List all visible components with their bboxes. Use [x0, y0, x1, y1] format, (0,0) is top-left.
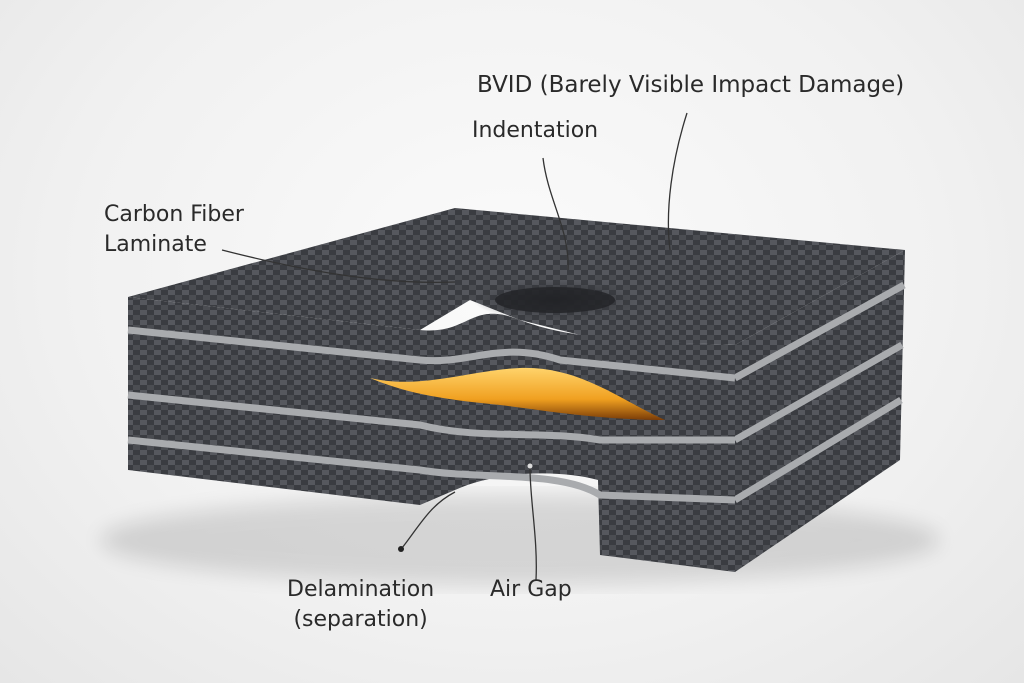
air-gap-leader	[529, 467, 537, 581]
indentation-leader	[542, 157, 569, 271]
air-gap-leader-dot	[527, 463, 533, 469]
right-face-plies	[733, 281, 906, 503]
front-face-plies	[127, 326, 736, 504]
air-gap-label: Air Gap	[490, 577, 572, 602]
laminate-leader	[221, 249, 456, 284]
delamination-glow	[370, 367, 665, 420]
right-face	[735, 250, 905, 572]
delamination-leader	[401, 491, 456, 549]
delamination-label: Delamination (separation)	[287, 577, 435, 632]
top-face	[128, 208, 905, 345]
indentation-core	[495, 287, 615, 313]
indentation-label: Indentation	[472, 118, 599, 143]
bvid-label: BVID (Barely Visible Impact Damage)	[477, 72, 905, 98]
leader-lines	[221, 112, 688, 581]
delamination-leader-dot	[398, 546, 404, 552]
laminate-label: Carbon Fiber Laminate	[104, 202, 244, 257]
bvid-leader	[667, 112, 688, 251]
